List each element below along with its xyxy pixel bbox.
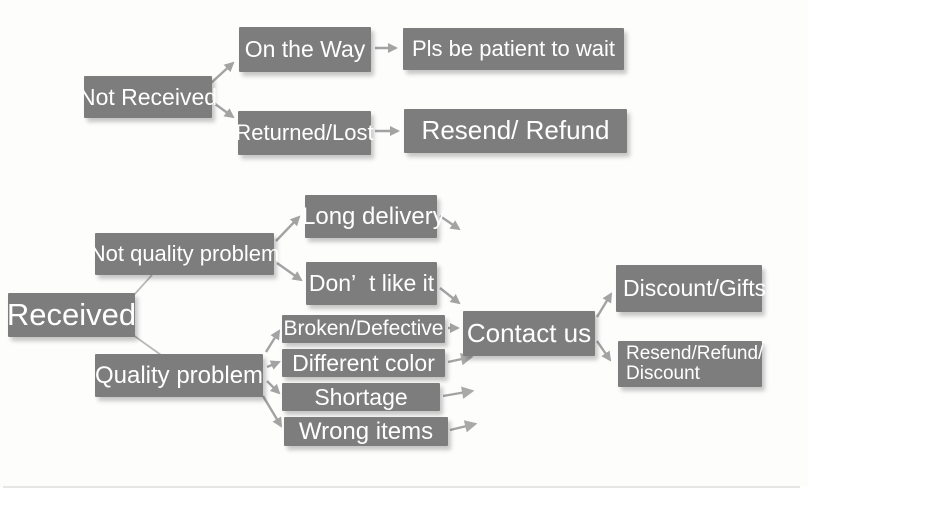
node-resend-refund-discount: Resend/Refund/ Discount (618, 341, 764, 387)
node-pls-be-patient: Pls be patient to wait (403, 28, 624, 70)
node-discount-gifts: Discount/Gifts (616, 265, 766, 312)
node-received: Received (7, 293, 136, 337)
node-resend-refund: Resend/ Refund (404, 109, 627, 153)
node-on-the-way: On the Way (239, 27, 371, 72)
node-dont-like-it: Don’ t like it (306, 262, 437, 305)
node-wrong-items: Wrong items (284, 417, 448, 446)
node-different-color: Different color (282, 349, 445, 377)
node-shortage: Shortage (282, 383, 440, 411)
node-contact-us: Contact us (463, 311, 595, 356)
node-not-received: Not Received (79, 76, 217, 118)
panel-bottom-edge (3, 486, 800, 488)
node-resend-refund-discount-line2: Discount (626, 363, 700, 384)
node-returned-lost: Returned/Lost (235, 111, 374, 155)
node-broken-defective: Broken/Defective (282, 315, 445, 343)
node-long-delivery: Long delivery (302, 195, 445, 238)
node-resend-refund-discount-line1: Resend/Refund/ (626, 343, 764, 365)
node-not-quality-problem: Not quality problem (90, 233, 279, 275)
node-quality-problem: Quality problem (95, 354, 263, 397)
